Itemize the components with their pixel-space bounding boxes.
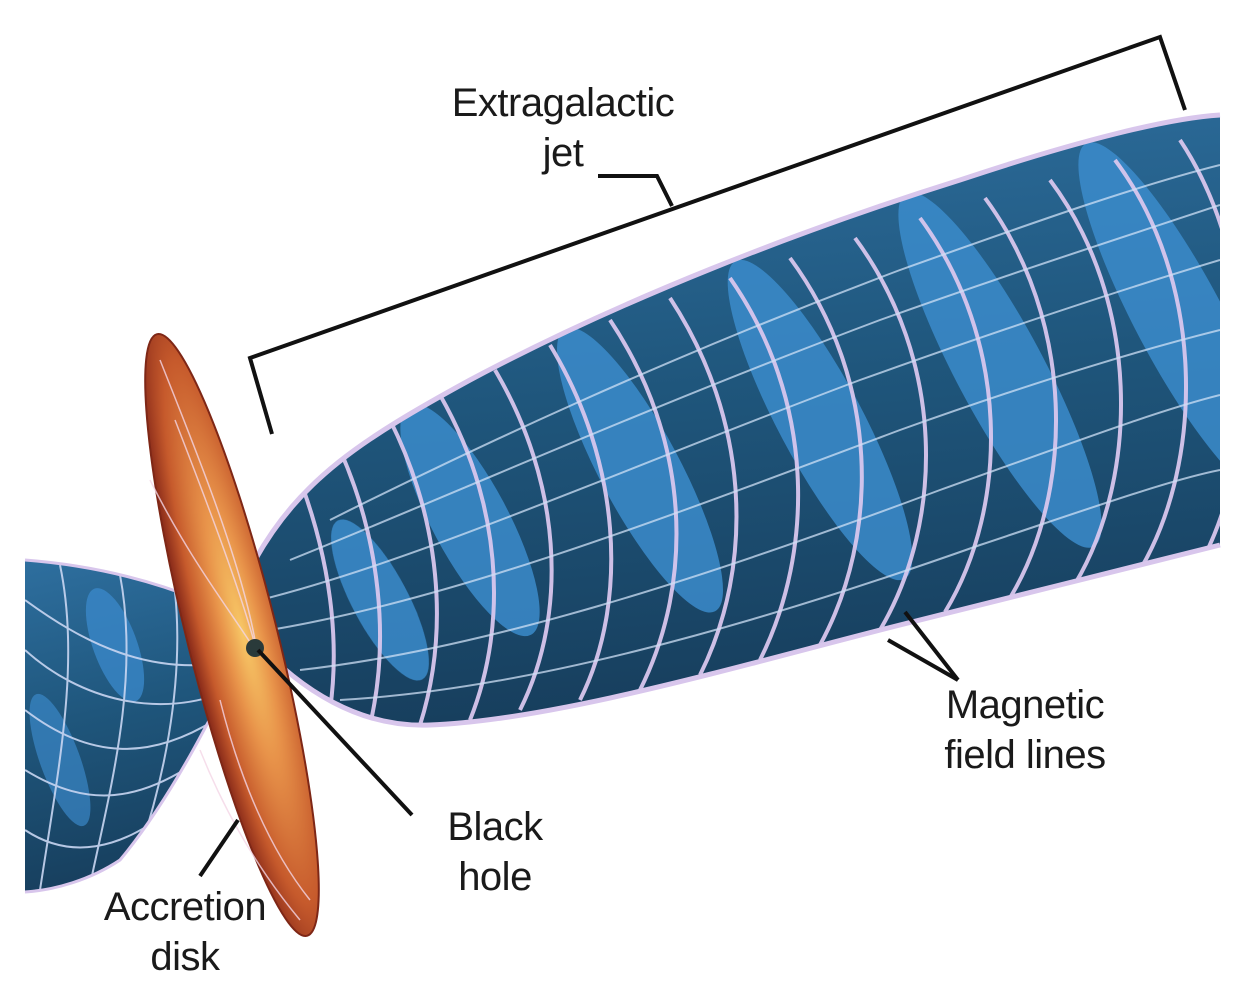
disk-label-line2: disk bbox=[150, 935, 220, 979]
jet-label-line1: Extragalactic bbox=[451, 81, 675, 125]
accretion-disk bbox=[144, 333, 320, 937]
magnetic-label-line2: field lines bbox=[944, 733, 1106, 777]
jet-label: Extragalactic jet bbox=[418, 78, 708, 178]
disk-label-line1: Accretion bbox=[103, 885, 267, 929]
leader-lines bbox=[198, 34, 1187, 878]
magnetic-field-label: Magnetic field lines bbox=[915, 680, 1135, 780]
jet-label-line2: jet bbox=[542, 131, 584, 175]
magnetic-label-line1: Magnetic bbox=[945, 683, 1105, 727]
blackhole-label-line2: hole bbox=[458, 855, 532, 899]
accretion-disk-label: Accretion disk bbox=[80, 882, 290, 982]
extragalactic-jet bbox=[252, 112, 1221, 728]
black-hole-label: Black hole bbox=[420, 802, 570, 902]
blackhole-label-line1: Black bbox=[447, 805, 543, 849]
